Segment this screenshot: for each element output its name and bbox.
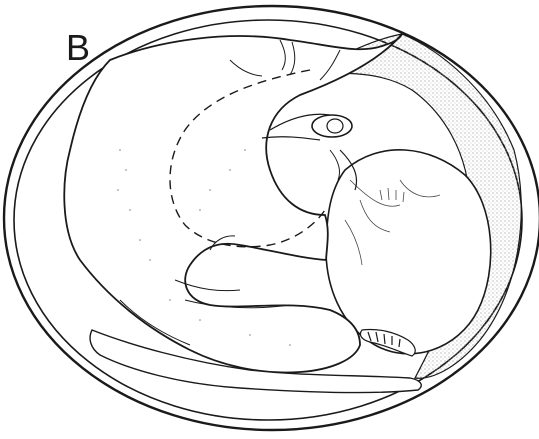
panel-label: B [66, 30, 90, 66]
